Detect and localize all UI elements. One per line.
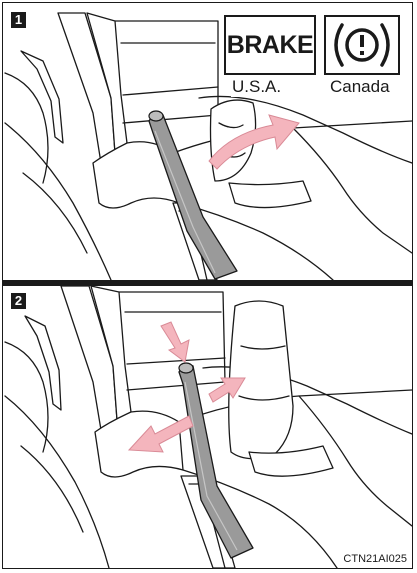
brake-warning-icon bbox=[326, 17, 398, 73]
brake-indicator-canada bbox=[324, 15, 400, 75]
figure-code: CTN21AI025 bbox=[342, 553, 408, 565]
step-2-illustration bbox=[3, 286, 412, 568]
press-button-arrow bbox=[161, 322, 189, 362]
brake-indicator-text: BRAKE bbox=[227, 31, 313, 60]
usa-caption: U.S.A. bbox=[231, 77, 282, 97]
step-number-1: 1 bbox=[11, 12, 26, 28]
figure-frame: 1 BRAKE U.S.A. Canada bbox=[2, 2, 413, 569]
step-1-panel: 1 BRAKE U.S.A. Canada bbox=[3, 3, 412, 280]
release-button-2 bbox=[179, 363, 193, 373]
step-2-panel: 2 CTN21AI025 bbox=[3, 286, 412, 568]
release-button bbox=[149, 111, 163, 121]
canada-caption: Canada bbox=[329, 77, 391, 97]
step-number-2: 2 bbox=[11, 293, 26, 309]
brake-indicator-usa: BRAKE bbox=[224, 15, 316, 75]
